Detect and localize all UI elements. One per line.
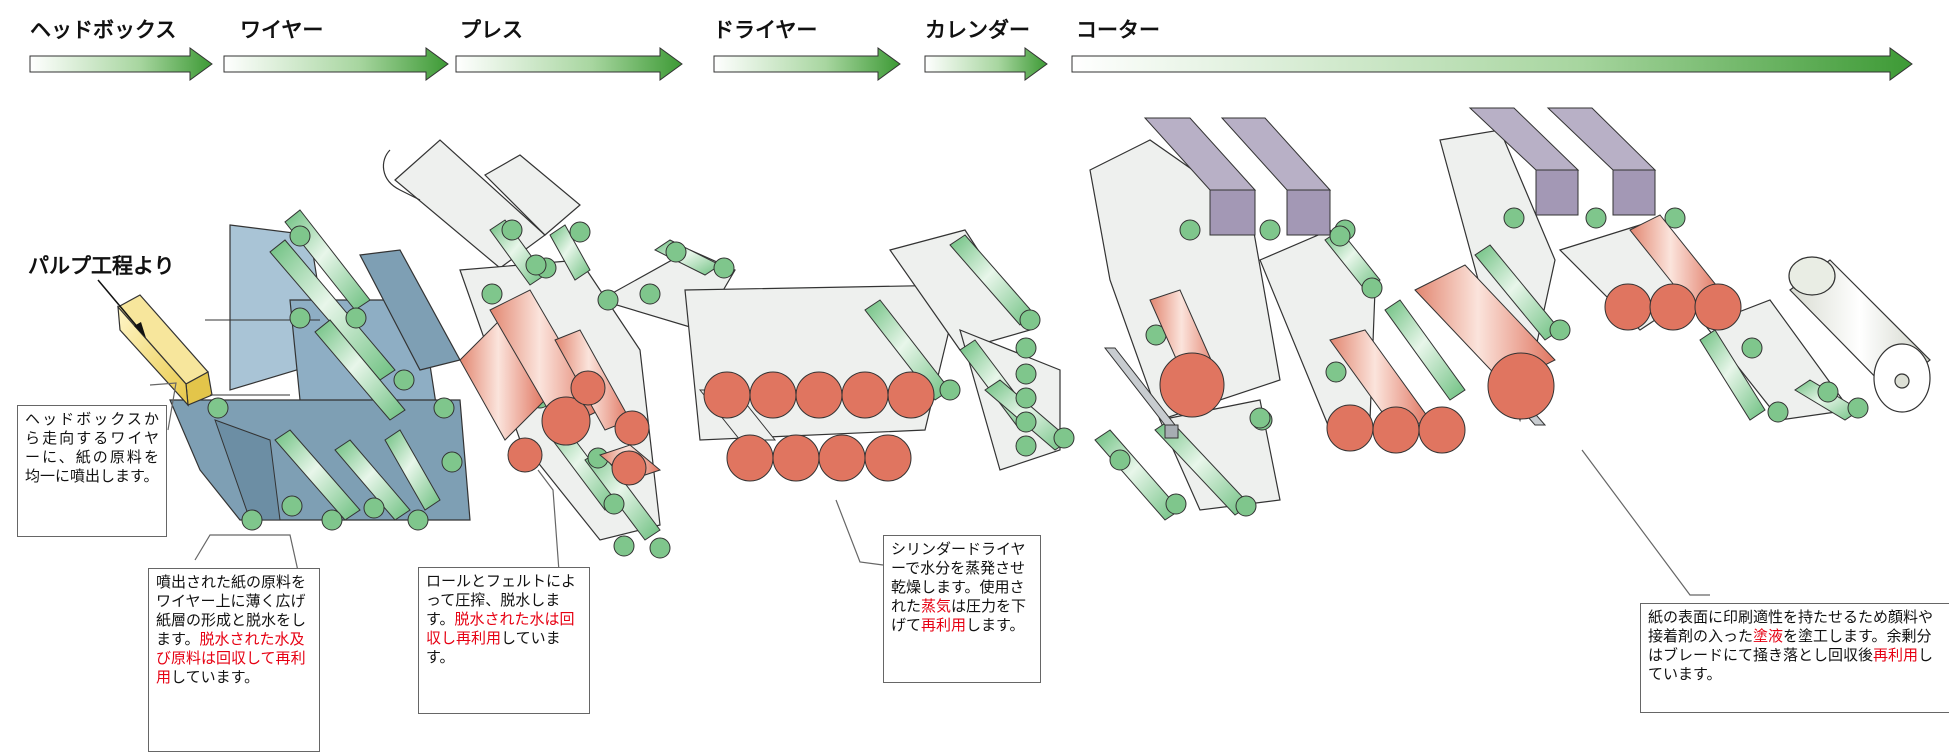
stage-arrow-headbox bbox=[29, 47, 213, 81]
callout-dryer: シリンダードライヤーで水分を蒸発させ乾燥します。使用された蒸気は圧力を下げて再利… bbox=[883, 535, 1041, 683]
green-rolls bbox=[269, 209, 1861, 541]
callout-coater-reuse: 再利用 bbox=[1873, 646, 1919, 664]
callout-dryer-reuse: 再利用 bbox=[921, 616, 967, 634]
headbox bbox=[117, 294, 320, 407]
callout-coater-mid: を塗工します。余剰分はブレードにて掻き落とし回収後 bbox=[1648, 627, 1932, 664]
stage-label-press: プレス bbox=[460, 18, 523, 42]
callout-coater: 紙の表面に印刷適性を持たせるため顔料や接着剤の入った塗液を塗工します。余剰分はブ… bbox=[1640, 603, 1949, 713]
stage-label-headbox: ヘッドボックス bbox=[30, 18, 177, 42]
coater-rolls bbox=[1149, 214, 1742, 454]
callout-dryer-text: シリンダードライヤーで水分を蒸発させ乾燥します。使用された bbox=[891, 540, 1026, 615]
callout-wire-text: 噴出された紙の原料をワイヤー上に薄く広げ紙層の形成と脱水をします。 bbox=[156, 573, 307, 648]
stage-arrow-wire bbox=[223, 47, 449, 81]
dryer-cylinders bbox=[698, 371, 935, 482]
green-roll-ends bbox=[207, 207, 1869, 559]
callout-pointers bbox=[149, 382, 1710, 596]
callout-coater-coating: 塗液 bbox=[1753, 627, 1784, 645]
stage-arrow-calender bbox=[924, 47, 1048, 81]
paper-reel bbox=[1788, 256, 1931, 413]
callout-dryer-tail: します。 bbox=[966, 616, 1025, 634]
callout-wire: 噴出された紙の原料をワイヤー上に薄く広げ紙層の形成と脱水をします。脱水された水及… bbox=[148, 568, 320, 752]
pulp-source-label: パルプ工程より bbox=[28, 254, 175, 278]
callout-headbox: ヘッドボックスから走向するワイヤーに、紙の原料を均一に噴出します。 bbox=[17, 405, 167, 537]
callout-wire-highlight: 脱水された水及び原料は回収して再 bbox=[156, 630, 305, 667]
stage-arrow-dryer bbox=[713, 47, 901, 81]
pulp-pointer-arrow bbox=[97, 279, 146, 338]
callout-wire-highlight-2: 利用 bbox=[156, 649, 306, 686]
callout-dryer-mid: は圧力を下げて bbox=[891, 597, 1027, 634]
stage-label-wire: ワイヤー bbox=[240, 18, 324, 42]
callout-press: ロールとフェルトによって圧搾、脱水します。脱水された水は回収し再利用しています。 bbox=[418, 567, 590, 714]
coater-blades bbox=[1103, 107, 1657, 439]
stage-label-coater: コーター bbox=[1076, 18, 1160, 42]
stage-label-dryer: ドライヤー bbox=[713, 18, 818, 42]
callout-coater-text: 紙の表面に印刷適性を持たせるため顔料や接着剤の入った bbox=[1648, 608, 1934, 645]
callout-coater-tail: しています。 bbox=[1648, 646, 1934, 683]
stage-arrow-coater bbox=[1071, 47, 1913, 81]
callout-dryer-steam: 蒸気 bbox=[921, 597, 952, 615]
callout-press-tail: しています。 bbox=[426, 629, 561, 666]
callout-wire-tail: しています。 bbox=[171, 668, 260, 686]
stage-label-calender: カレンダー bbox=[925, 18, 1030, 42]
callout-headbox-text: ヘッドボックスから走向するワイヤーに、紙の原料を均一に噴出します。 bbox=[25, 410, 159, 485]
press-rolls bbox=[459, 289, 662, 486]
callout-press-text: ロールとフェルトによって圧搾、脱水します。 bbox=[426, 572, 577, 628]
callout-press-highlight: 脱水された水は回収し再利用 bbox=[426, 610, 575, 647]
stage-arrow-press bbox=[455, 47, 683, 81]
